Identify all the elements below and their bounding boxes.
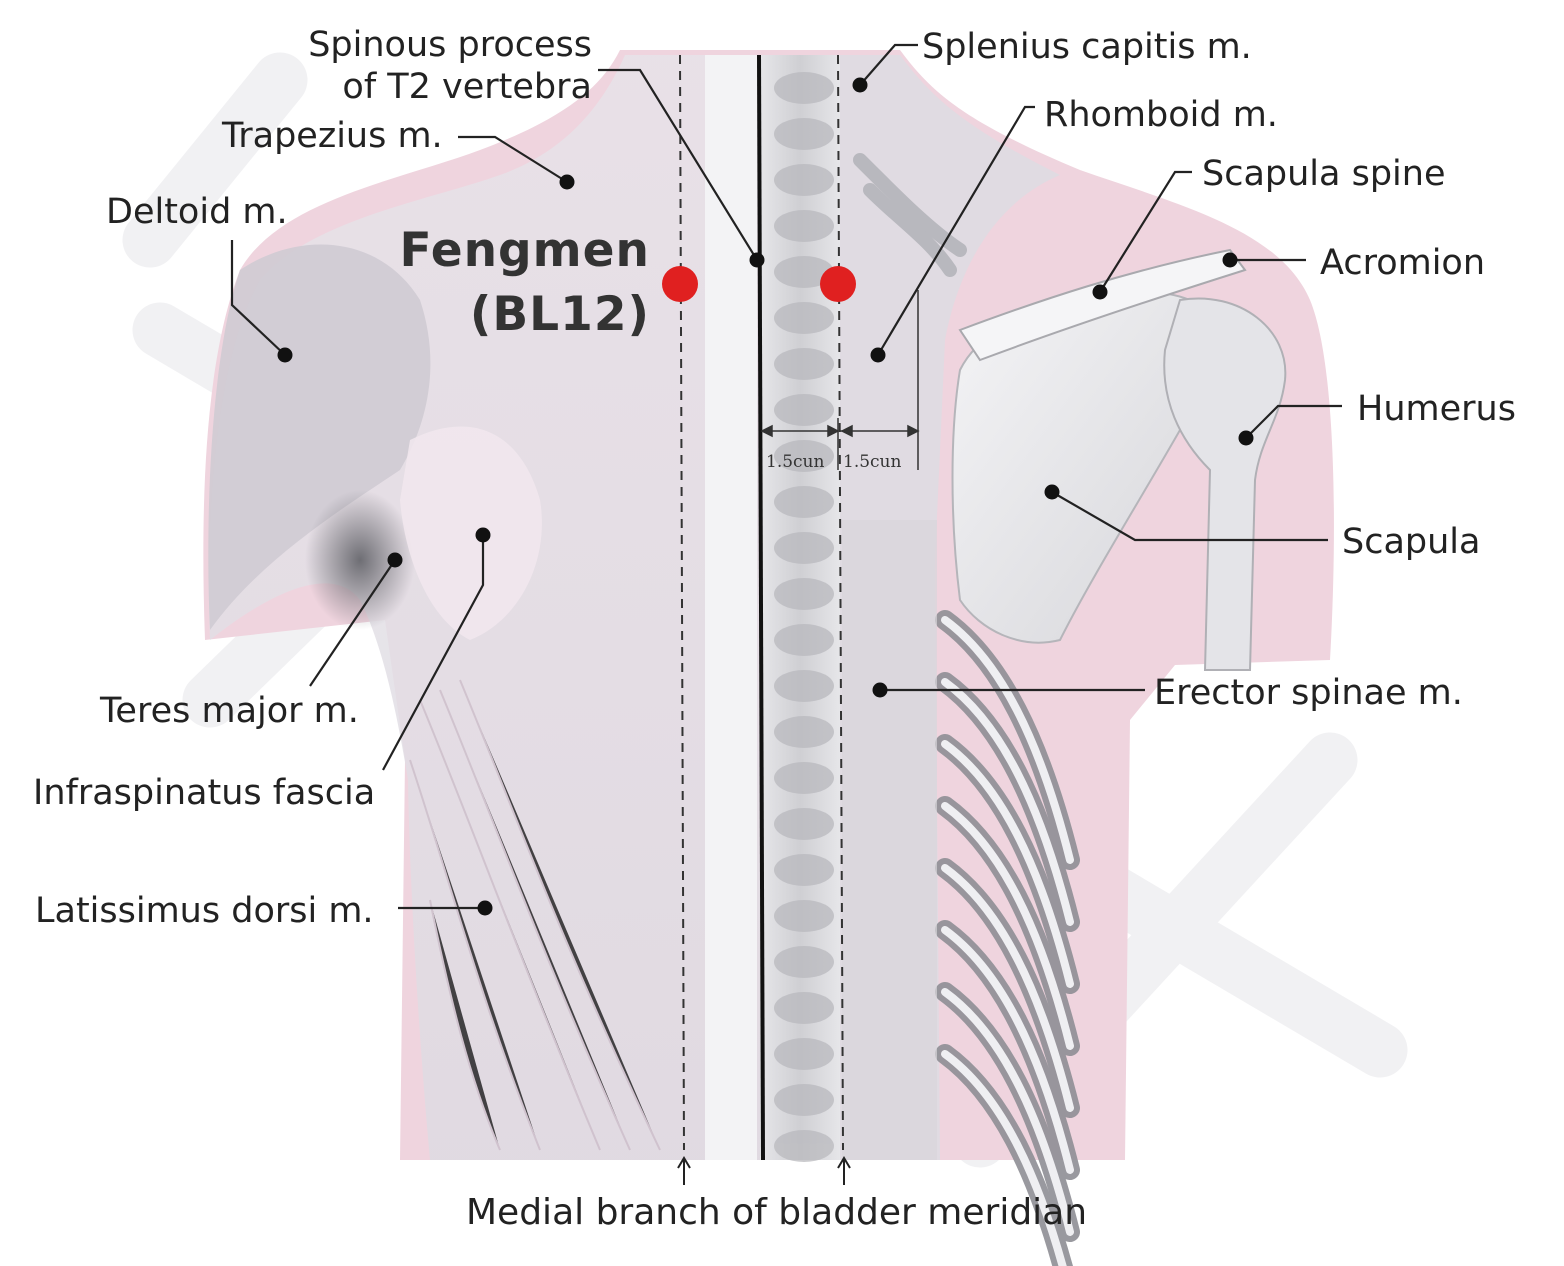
rib (941, 616, 1074, 864)
vertebra (774, 302, 834, 334)
humerus-shape (1163, 297, 1287, 671)
vertebra (774, 900, 834, 932)
span-label-left: 1.5cun (766, 452, 825, 472)
spinal-groove (705, 55, 757, 1160)
label-erector-spinae: Erector spinae m. (1154, 673, 1463, 713)
vertebra (774, 624, 834, 656)
leader-dots (277, 77, 1254, 916)
vertebra (774, 486, 834, 518)
vertebra (774, 670, 834, 702)
label-acromion: Acromion (1320, 243, 1486, 283)
label-deltoid: Deltoid m. (106, 192, 288, 232)
vertebra (774, 394, 834, 426)
label-bladder-meridian: Medial branch of bladder meridian (466, 1192, 1088, 1233)
rib (941, 678, 1074, 926)
acupoint-left (662, 266, 698, 302)
vertebra (774, 1084, 834, 1116)
vertebra (774, 854, 834, 886)
rib (941, 926, 1074, 1174)
vertebra (774, 348, 834, 380)
label-latissimus: Latissimus dorsi m. (35, 891, 374, 931)
scapula-shape (951, 290, 1210, 644)
vertebra (774, 946, 834, 978)
meridian-line-left (679, 54, 685, 1151)
vertebrae (774, 72, 834, 1162)
leader-lines (230, 43, 1342, 910)
vertebra (774, 578, 834, 610)
midline (757, 54, 765, 1161)
vertebra (774, 1130, 834, 1162)
label-rhomboid: Rhomboid m. (1044, 95, 1278, 135)
scapula-spine-ridge (958, 248, 1247, 362)
rib (941, 988, 1074, 1236)
label-trapezius: Trapezius m. (222, 116, 443, 156)
vertebra (774, 716, 834, 748)
vertebra (774, 1038, 834, 1070)
vertebra (774, 762, 834, 794)
measurement-arrows (760, 418, 920, 470)
vertebra (774, 164, 834, 196)
armpit-shadow (305, 490, 415, 630)
vertebra (774, 440, 834, 472)
bottom-arrows (677, 1156, 851, 1185)
rib (941, 740, 1074, 988)
label-scapula-spine: Scapula spine (1202, 154, 1446, 194)
rib (941, 802, 1074, 1050)
vertebra (774, 808, 834, 840)
vertebra (774, 992, 834, 1024)
vertebra (774, 532, 834, 564)
label-humerus: Humerus (1357, 389, 1516, 429)
infraspinatus-patch (400, 426, 542, 640)
vertebra (774, 118, 834, 150)
label-scapula: Scapula (1342, 522, 1481, 562)
rib (941, 864, 1074, 1112)
acupoint-code: (BL12) (469, 287, 650, 342)
vertebra (774, 72, 834, 104)
rib (941, 1050, 1067, 1266)
label-spinous-line2: of T2 vertebra (342, 67, 592, 107)
label-splenius: Splenius capitis m. (922, 27, 1252, 67)
vertebra (774, 256, 834, 288)
latissimus-striations (409, 679, 661, 1151)
erector-column (842, 520, 937, 1160)
label-teres-major: Teres major m. (100, 691, 359, 731)
neck-strands (853, 153, 967, 277)
vertebra (774, 210, 834, 242)
deltoid-shape (208, 244, 431, 631)
meridian-line-right (837, 54, 844, 1151)
acupoint-right (820, 266, 856, 302)
acupoint-name: Fengmen (399, 223, 650, 278)
label-spinous-line1: Spinous process (308, 25, 592, 65)
label-infraspinatus: Infraspinatus fascia (33, 773, 376, 813)
span-label-right: 1.5cun (843, 452, 902, 472)
ribs-highlight (941, 616, 1074, 1266)
